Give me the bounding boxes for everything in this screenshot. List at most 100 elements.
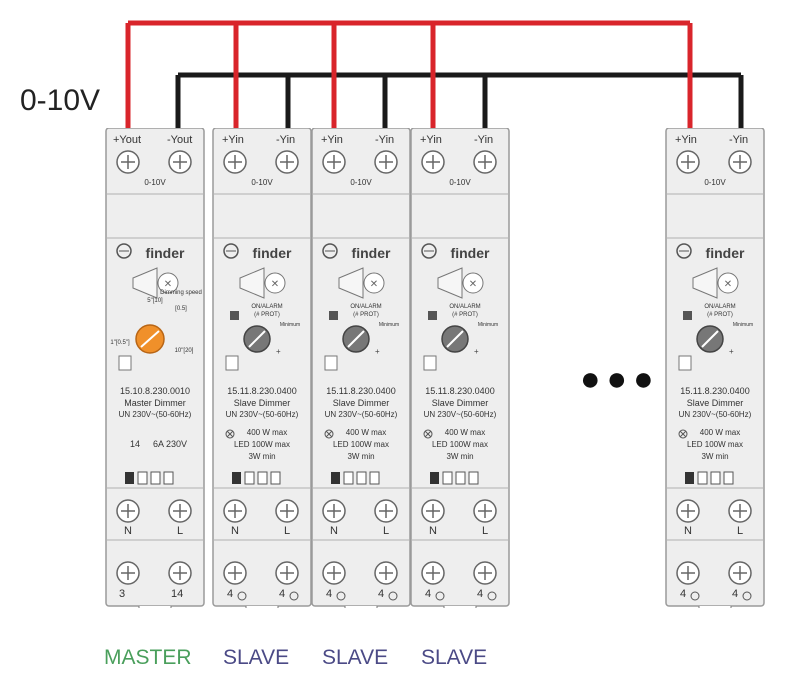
screw-terminal-icon[interactable] [421,499,445,523]
terminal-plus-label: +Yin [222,134,244,146]
screw-terminal-icon[interactable] [473,561,497,585]
master-caption: MASTER [104,646,192,669]
dimming-speed-knob-icon[interactable] [135,324,165,354]
terminal-4-label: 4 [227,588,234,600]
screw-terminal-icon[interactable] [473,150,497,174]
push-button-icon[interactable] [225,355,239,371]
screw-terminal-icon[interactable] [275,499,299,523]
screw-terminal-icon[interactable] [728,150,752,174]
minimum-adjust-knob-icon[interactable]: + [342,325,380,356]
svg-text:+: + [474,347,479,356]
terminal-4-label: 4 [477,588,484,600]
slave-module-housing: ✕ + [311,128,411,608]
alarm-led-icon [683,311,692,320]
terminal-n-label: N [684,525,692,537]
led-indicator-icon: ✕ [437,267,484,299]
svg-text:✕: ✕ [164,279,172,290]
screw-terminal-icon[interactable] [168,561,192,585]
alarm-label: ON/ALARM [350,304,382,310]
terminal-l-label: L [482,525,489,537]
voltage-rating: UN 230V~(50-60Hz) [423,410,497,419]
screw-terminal-icon[interactable] [728,561,752,585]
brand-logo-text: finder [450,245,490,261]
push-button-icon[interactable] [678,355,692,371]
push-button-icon[interactable] [423,355,437,371]
terminal-plus-label: +Yout [113,134,142,146]
screw-terminal-icon[interactable] [223,561,247,585]
voltage-rating: UN 230V~(50-60Hz) [225,410,299,419]
lamp-icon [225,429,235,439]
terminal-plus-label: +Yin [675,134,697,146]
screw-terminal-icon[interactable] [116,499,140,523]
speed-bottom-label: 10"[20] [174,348,194,354]
terminal-l-label: L [177,525,184,537]
screw-terminal-icon[interactable] [223,499,247,523]
slave-dimmer-module-1: ✕ + +Yin -Yin 0-10V finder ON/ALARM (# P… [212,128,312,608]
screw-terminal-icon[interactable] [676,499,700,523]
screw-terminal-icon[interactable] [275,150,299,174]
led-indicator-icon: ✕ [338,267,385,299]
positive-bus [125,20,693,138]
lamp-terminal-icon [435,591,497,601]
alarm-led-icon [428,311,437,320]
power-max-label: 400 W max [444,428,486,437]
screw-terminal-icon[interactable] [322,561,346,585]
screw-terminal-icon[interactable] [421,150,445,174]
screw-terminal-icon[interactable] [728,499,752,523]
screw-terminal-icon[interactable] [223,150,247,174]
screw-terminal-icon[interactable] [116,150,140,174]
minimum-adjust-knob-icon[interactable]: + [243,325,281,356]
minimum-label: Minimum [378,322,400,328]
screw-terminal-icon[interactable] [676,150,700,174]
terminal-4-label: 4 [732,588,739,600]
screw-terminal-icon[interactable] [676,561,700,585]
brand-logo-text: finder [351,245,391,261]
brand-logo-text: finder [252,245,292,261]
finder-logo-icon [322,243,338,259]
svg-text:✕: ✕ [469,279,477,290]
screw-terminal-icon[interactable] [374,150,398,174]
relay-rating-label: 6A 230V [152,439,188,449]
minimum-label: Minimum [732,322,754,328]
push-button-icon[interactable] [118,355,132,371]
slave-module-housing: ✕ + [410,128,510,608]
voltage-label: 0-10V [20,84,101,117]
terminal-14-label: 14 [171,588,184,600]
master-dimmer-module: ✕ +Yout -Yout 0-10V finder 5"[10] Dimmin… [105,128,205,608]
push-button-icon[interactable] [324,355,338,371]
lamp-terminal-icon [336,591,398,601]
screw-terminal-icon[interactable] [374,561,398,585]
screw-terminal-icon[interactable] [374,499,398,523]
minimum-adjust-knob-icon[interactable]: + [441,325,479,356]
din-clip-icon [698,606,732,608]
svg-text:+: + [276,347,281,356]
voltage-rating: UN 230V~(50-60Hz) [118,410,192,419]
prot-label: (# PROT) [353,312,379,318]
negative-bus [175,72,744,138]
screw-terminal-icon[interactable] [322,499,346,523]
lamp-icon [324,429,334,439]
screw-terminal-icon[interactable] [168,150,192,174]
screw-terminal-icon[interactable] [322,150,346,174]
alarm-led-icon [329,311,338,320]
terminal-3-label: 3 [119,588,126,600]
speed-left-label: 1"[0.5"] [110,340,130,346]
led-indicator-icon: ✕ [692,267,739,299]
minimum-adjust-knob-icon[interactable]: + [696,325,734,356]
svg-text:✕: ✕ [724,279,732,290]
screw-terminal-icon[interactable] [275,561,299,585]
device-name: Slave Dimmer [233,398,291,408]
slave-dimmer-module-3: ✕ + +Yin -Yin 0-10V finder ON/ALARM (# P… [410,128,510,608]
lamp-terminal-icon [690,591,752,601]
screw-terminal-icon[interactable] [421,561,445,585]
terminal-plus-label: +Yin [420,134,442,146]
terminal-l-label: L [284,525,291,537]
signal-label: 0-10V [449,178,471,187]
screw-terminal-icon[interactable] [116,561,140,585]
screw-terminal-icon[interactable] [473,499,497,523]
screw-terminal-icon[interactable] [168,499,192,523]
led-max-label: LED 100W max [431,440,489,449]
din-clip-icon [138,606,172,608]
led-indicator-icon: ✕ [132,267,179,299]
